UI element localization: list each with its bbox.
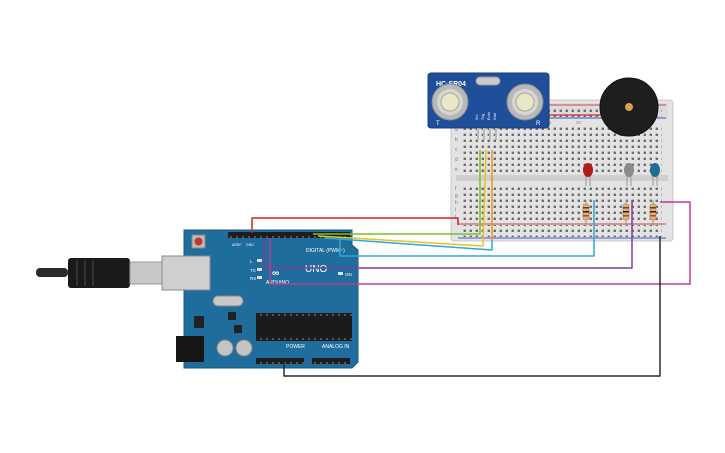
row-letter: j [454,214,456,220]
sensor-corner-right: R [536,121,541,127]
atmega-chip [256,316,352,338]
crystal-oscillator [475,76,501,86]
row-letter: h [455,200,458,206]
sensor-pin-label: Trig [481,114,485,120]
rx-label: RX [250,276,256,281]
wire-black[interactable] [283,236,661,377]
row-letter: d [455,157,458,163]
buzzer-center-icon [625,103,633,111]
capacitor [235,339,253,357]
analog-header[interactable] [312,358,350,364]
resistor[interactable] [582,200,590,226]
blue-led[interactable] [650,163,660,186]
sensor-pin[interactable] [489,128,491,140]
piezo-buzzer[interactable] [599,77,659,137]
led-body [624,163,634,177]
wire-purple[interactable] [263,200,633,269]
column-number: 20 [576,120,582,125]
digital-header[interactable] [228,232,350,238]
sensor-pin[interactable] [483,128,485,140]
sensor-pin[interactable] [477,128,479,140]
row-letter: e [455,167,458,173]
gnd-label: GND [246,243,254,247]
row-letter: c [455,147,458,153]
capacitor [216,339,234,357]
sensor-pin[interactable] [495,128,497,140]
brand-label: ARDUINO [266,280,289,286]
ultrasonic-sensor[interactable]: HC-SR04 T R Vcc Trig Echo Gnd [427,72,550,140]
wire-magenta[interactable] [269,201,691,285]
wire-yellow[interactable] [317,149,487,247]
wire-cyan[interactable] [323,237,493,251]
sensor-pin-label: Vcc [475,114,479,120]
aref-label: AREF [232,243,241,247]
red-led[interactable] [583,163,593,186]
wires [251,149,691,377]
power-label: POWER [286,344,305,350]
crystal [212,295,244,307]
tx-label: TX [250,268,256,273]
arduino-logo: ∞ [272,268,279,279]
resistor[interactable] [622,200,630,226]
usb-plug [68,258,130,288]
row-letter: a [455,127,458,133]
row-letter: i [455,207,456,213]
voltage-regulator [194,316,204,328]
row-letter: g [455,193,458,199]
wire-red[interactable] [251,217,459,233]
led-body [650,163,660,177]
power-header[interactable] [256,358,304,364]
sensor-pin-label: Echo [487,112,491,120]
white-led[interactable] [624,163,634,186]
led-body [583,163,593,177]
power-jack [176,336,204,362]
row-letter: f [455,186,457,192]
digital-label: DIGITAL (PWM~) [306,248,345,254]
arduino-uno[interactable]: DIGITAL (PWM~) ∞ UNO ARDUINO L TX RX ON … [36,229,359,369]
wire-green[interactable] [313,150,481,235]
usb-jack [161,255,211,291]
breadboard-channel [456,175,668,181]
sensor-corner-left: T [436,121,440,127]
row-letter: b [455,137,458,143]
usb-cable [36,268,68,277]
l-label: L [250,259,253,264]
sensor-pin-label: Gnd [493,113,497,120]
on-label: ON [345,272,352,277]
analog-label: ANALOG IN [322,344,350,350]
model-label: UNO [305,264,327,275]
resistor[interactable] [649,200,657,226]
wire-cyan-led[interactable] [339,200,595,257]
